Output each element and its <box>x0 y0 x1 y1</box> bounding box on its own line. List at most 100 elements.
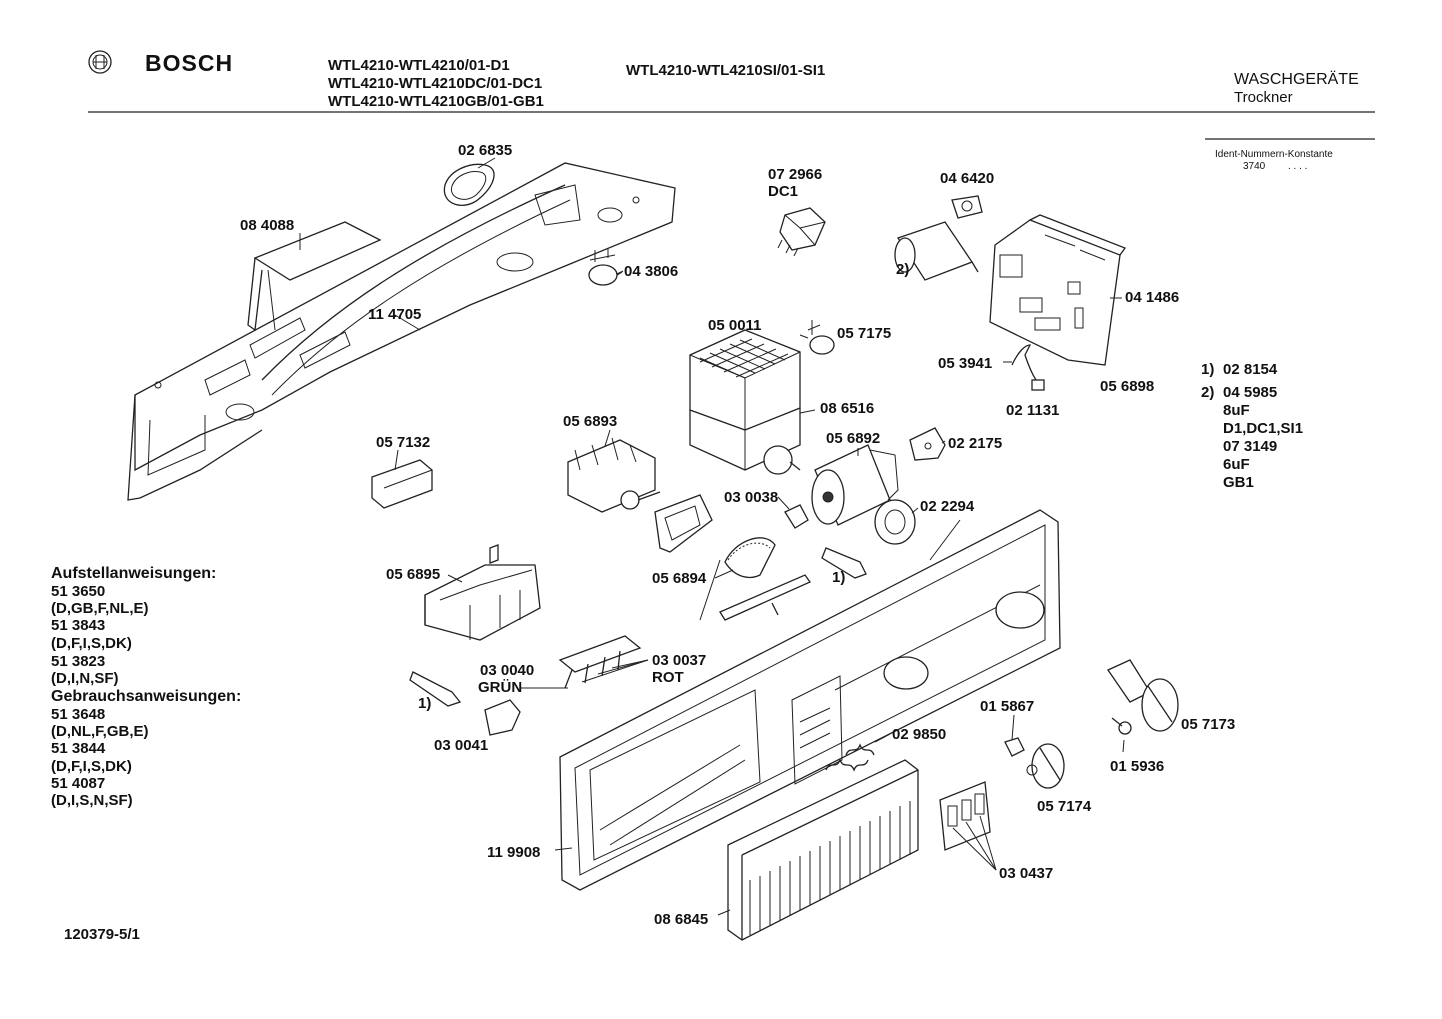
light-pin-lower-part <box>409 671 462 707</box>
selector-switch-part <box>567 437 661 513</box>
note-2-line: GB1 <box>1223 474 1254 491</box>
part-label: 08 4088 <box>240 217 295 234</box>
note-2-key: 2) <box>1201 384 1215 401</box>
part-label: 03 0038 <box>724 489 779 506</box>
program-timer-part <box>689 329 801 475</box>
part-label: 04 6420 <box>940 170 995 187</box>
part-label: 03 0040 <box>480 662 535 679</box>
push-switch-part <box>371 459 433 509</box>
usage-entry: 51 3648 <box>51 706 106 723</box>
part-label: ROT <box>652 669 684 686</box>
ident-dots: . . . . <box>1288 161 1308 172</box>
leader-lines <box>299 157 1125 916</box>
capacitor-small-part <box>588 248 623 286</box>
usage-entry: 51 4087 <box>51 775 106 792</box>
part-label: 05 7132 <box>376 434 431 451</box>
part-label: 02 9850 <box>892 726 947 743</box>
part-label: 05 7175 <box>837 325 892 342</box>
slider-bar-part <box>719 574 811 621</box>
part-label: 05 0011 <box>708 317 762 334</box>
part-label: DC1 <box>768 183 799 200</box>
panel-lid-part <box>247 221 382 332</box>
part-label: 01 5867 <box>980 698 1035 715</box>
segment-gear-part <box>724 537 776 578</box>
model-line-3: WTL4210-WTL4210GB/01-GB1 <box>328 93 544 110</box>
control-board-part <box>989 214 1127 366</box>
gear-wheel-part <box>874 499 916 545</box>
part-label: 05 6895 <box>386 566 441 583</box>
thermostat-part <box>951 195 983 219</box>
model-line-2: WTL4210-WTL4210DC/01-DC1 <box>328 75 543 92</box>
part-label: 05 6894 <box>652 570 707 587</box>
part-label: 03 0037 <box>652 652 707 669</box>
motor-capacitor-part <box>894 221 979 281</box>
note-2-line: 8uF <box>1223 402 1250 419</box>
bosch-logo-icon <box>88 50 112 74</box>
capacitor-mini-part <box>807 320 835 355</box>
setup-instructions-title: Aufstellanweisungen: <box>51 565 217 582</box>
note-2-line: 07 3149 <box>1223 438 1278 455</box>
panel-door-part <box>727 759 919 941</box>
part-label: 11 4705 <box>368 306 422 323</box>
knob-small-part <box>1026 743 1065 789</box>
relay-part <box>777 207 826 257</box>
part-label: 1) <box>418 695 432 712</box>
spring-part <box>825 743 875 772</box>
drive-motor-part <box>811 444 899 526</box>
part-label: 05 6893 <box>563 413 618 430</box>
category-title: WASCHGERÄTE <box>1234 71 1359 88</box>
setup-entry: (D,F,I,S,DK) <box>51 635 132 652</box>
sensor-wire-part <box>1011 344 1045 391</box>
usage-entry: (D,NL,F,GB,E) <box>51 723 149 740</box>
part-label: 04 1486 <box>1125 289 1180 306</box>
part-label: 11 9908 <box>487 844 541 861</box>
part-label: 05 7174 <box>1037 798 1092 815</box>
part-label: 03 0041 <box>434 737 489 754</box>
part-label: 1) <box>832 569 846 586</box>
part-label: 07 2966 <box>768 166 823 183</box>
switch-block-part <box>424 544 541 641</box>
usage-entry: (D,F,I,S,DK) <box>51 758 132 775</box>
part-label: 02 6835 <box>458 142 513 159</box>
part-label: 08 6845 <box>654 911 709 928</box>
setup-entry: 51 3650 <box>51 583 106 600</box>
part-label: 05 7173 <box>1181 716 1236 733</box>
note-1-value: 02 8154 <box>1223 361 1278 378</box>
top-panel-part <box>127 162 676 501</box>
ident-value: 3740 <box>1243 161 1266 172</box>
control-panel-frame-part <box>559 509 1061 891</box>
spring-clip-part <box>784 504 809 529</box>
part-label: 03 0437 <box>999 865 1054 882</box>
usage-entry: (D,I,S,N,SF) <box>51 792 133 809</box>
part-label: 05 3941 <box>938 355 993 372</box>
model-line-1: WTL4210-WTL4210/01-D1 <box>328 57 510 74</box>
note-1-key: 1) <box>1201 361 1215 378</box>
part-label: 05 6898 <box>1100 378 1155 395</box>
part-label: 04 3806 <box>624 263 679 280</box>
document-number: 120379-5/1 <box>64 926 140 943</box>
push-buttons-part <box>939 781 991 851</box>
part-label: 02 2294 <box>920 498 975 515</box>
part-label: 05 6892 <box>826 430 881 447</box>
part-label: 02 2175 <box>948 435 1003 452</box>
model-line-right: WTL4210-WTL4210SI/01-SI1 <box>626 62 826 79</box>
note-2-line: 6uF <box>1223 456 1250 473</box>
contact-strip-part <box>558 635 642 689</box>
ident-label: Ident-Nummern-Konstante <box>1215 149 1333 160</box>
setup-entry: 51 3843 <box>51 617 106 634</box>
bracket-part <box>909 427 946 461</box>
part-label: 2) <box>896 261 910 278</box>
indicator-lamp-part <box>1004 737 1025 757</box>
switch-frame-part <box>654 494 713 553</box>
setup-entry: 51 3823 <box>51 653 106 670</box>
part-label: 02 1131 <box>1006 402 1060 419</box>
light-pin-upper-part <box>821 547 867 579</box>
category-subtitle: Trockner <box>1234 89 1293 106</box>
knob-large-part <box>1107 659 1179 732</box>
setup-entry: (D,GB,F,NL,E) <box>51 600 149 617</box>
part-label: 01 5936 <box>1110 758 1165 775</box>
usage-instructions-title: Gebrauchsanweisungen: <box>51 688 242 705</box>
part-label: 08 6516 <box>820 400 875 417</box>
brand-name: BOSCH <box>145 50 234 76</box>
